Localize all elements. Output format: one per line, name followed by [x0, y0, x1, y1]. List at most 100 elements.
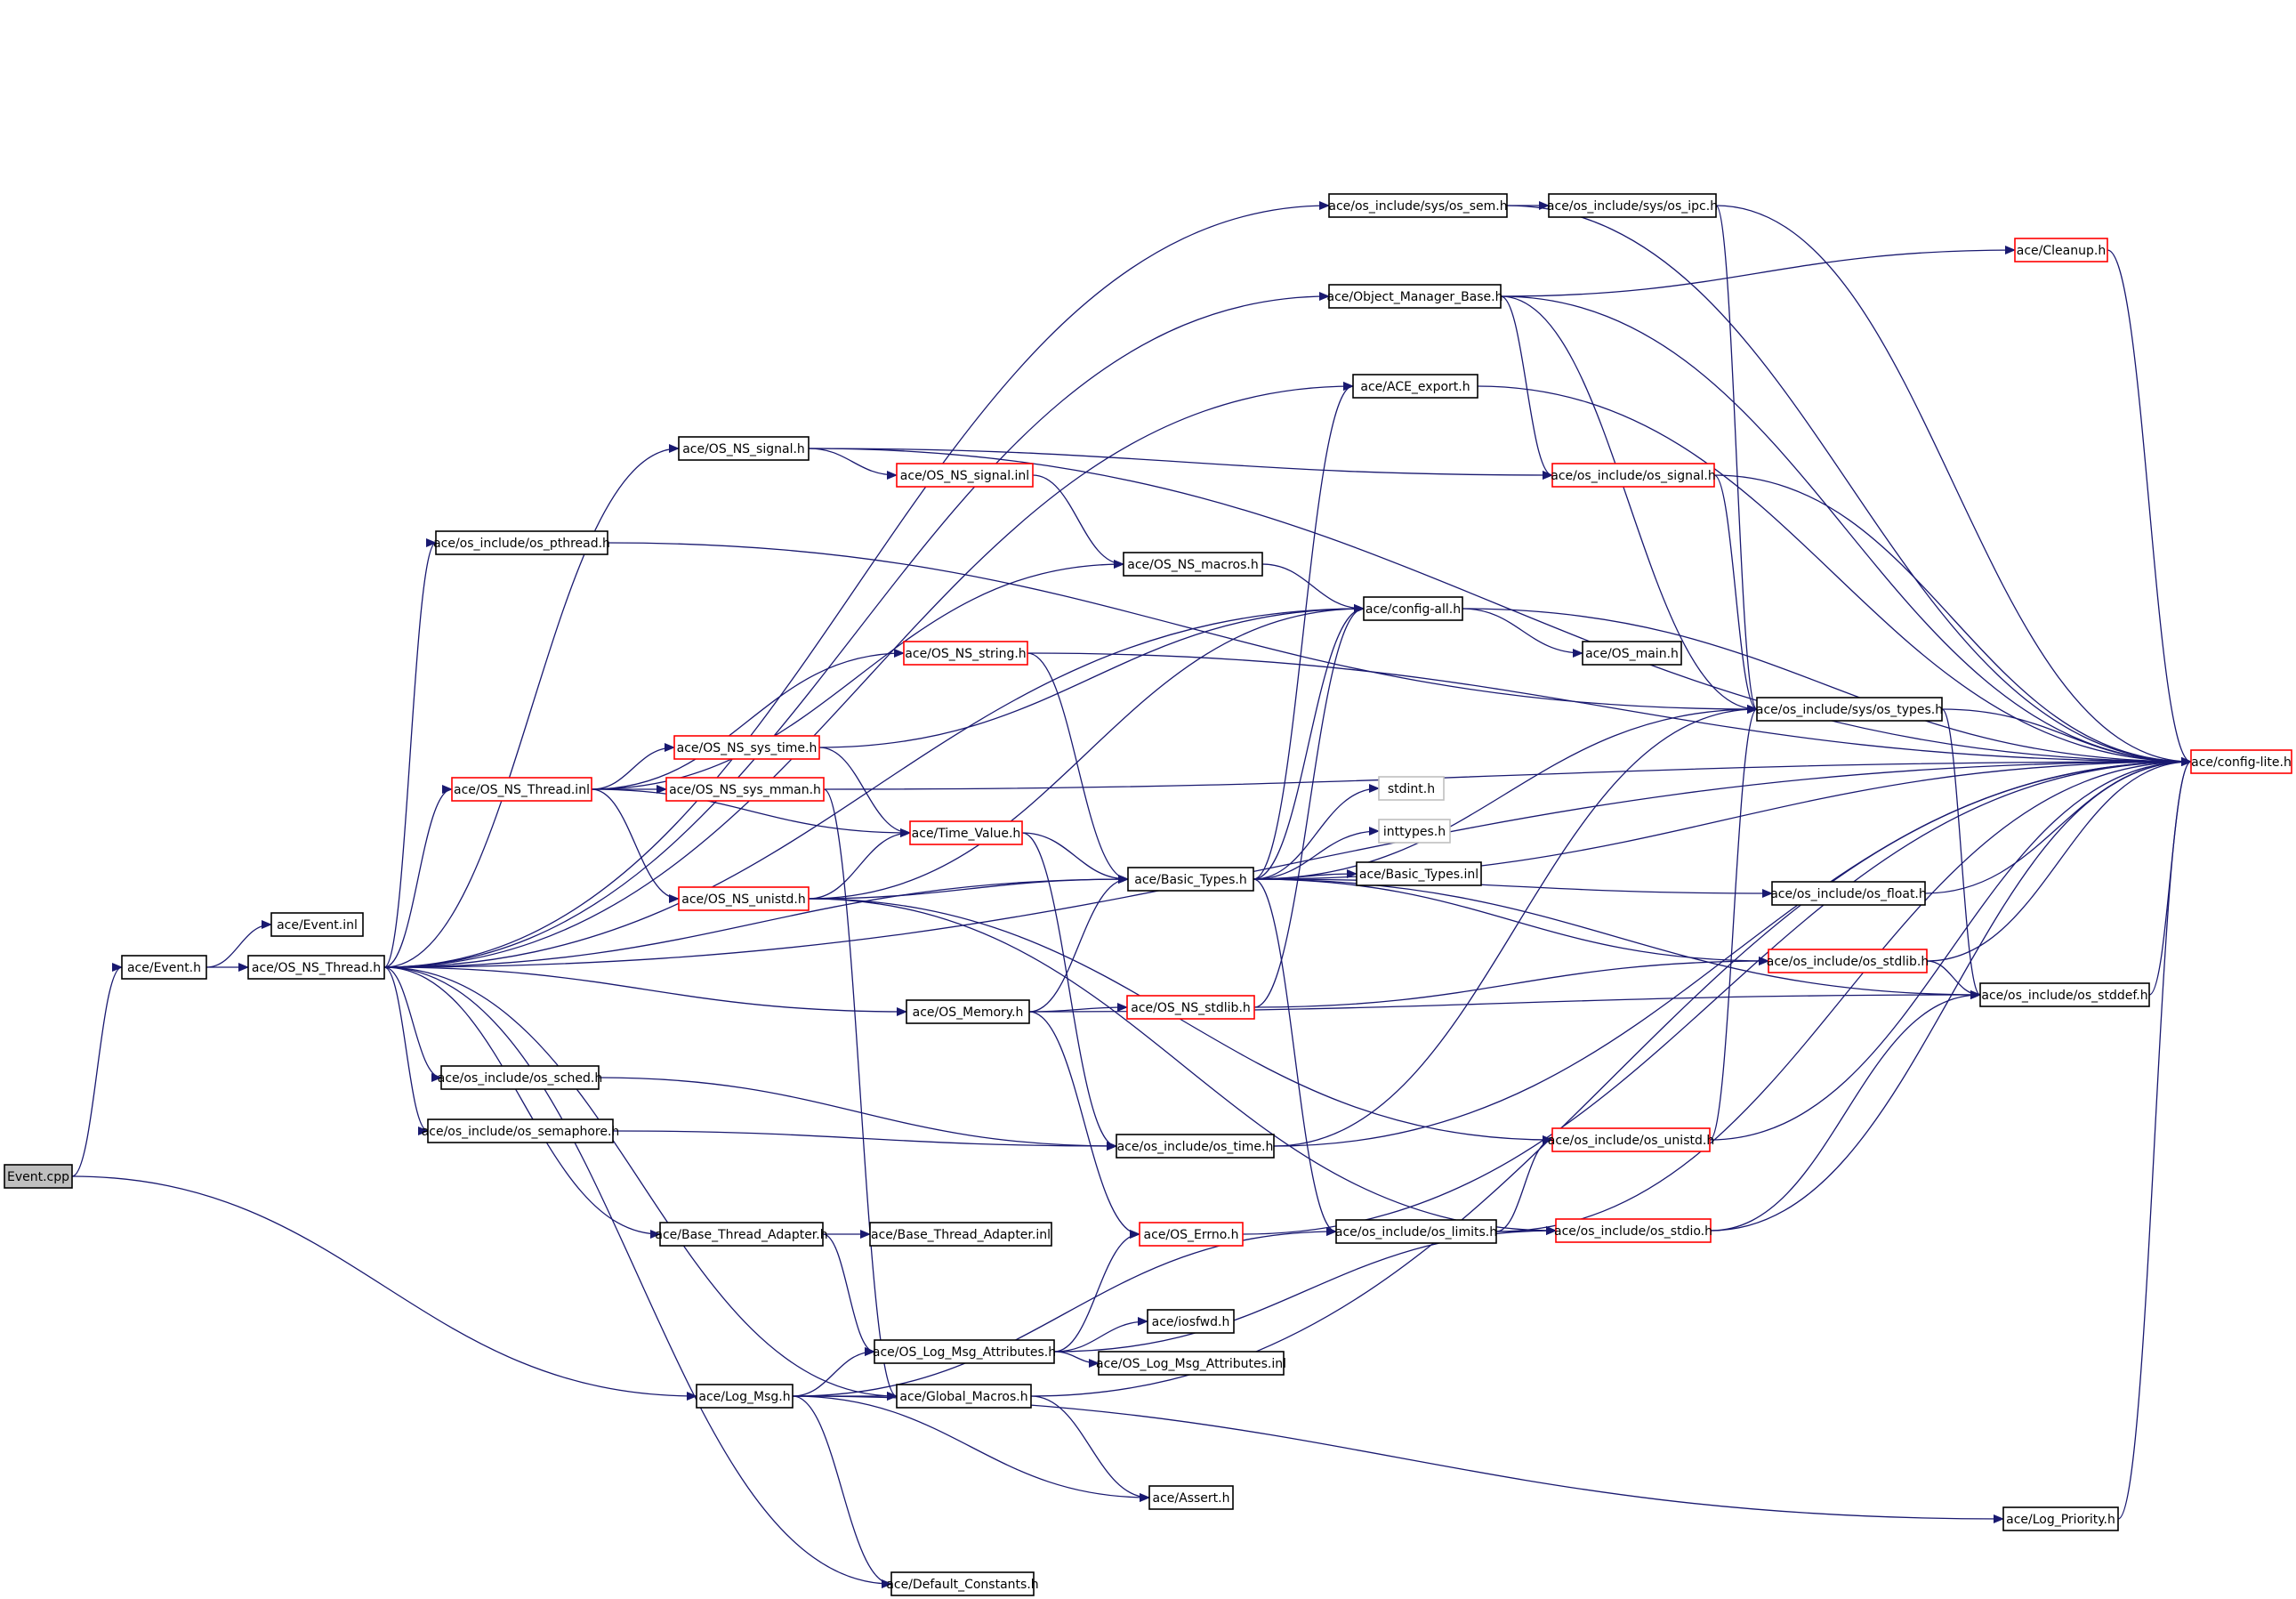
node-box-config_lite[interactable] [2190, 749, 2292, 774]
node-os_ns_stdlib[interactable]: ace/OS_NS_stdlib.h [1126, 995, 1255, 1020]
node-stdint[interactable]: stdint.h [1378, 776, 1445, 801]
node-os_ns_unistd[interactable]: ace/OS_NS_unistd.h [678, 886, 810, 911]
node-sys_types[interactable]: ace/os_include/sys/os_types.h [1756, 697, 1943, 722]
node-box-os_ns_signal_h[interactable] [678, 436, 810, 461]
node-box-os_ns_thread_inl[interactable] [451, 777, 592, 802]
node-box-stdint[interactable] [1378, 776, 1445, 801]
node-os_ns_sys_time[interactable]: ace/OS_NS_sys_time.h [673, 735, 820, 760]
node-box-os_unistd[interactable] [1551, 1127, 1711, 1152]
node-box-assert[interactable] [1148, 1485, 1234, 1510]
node-box-os_ns_sys_time[interactable] [673, 735, 820, 760]
node-os_sem[interactable]: ace/os_include/sys/os_sem.h [1328, 193, 1508, 218]
node-os_ns_signal_h[interactable]: ace/OS_NS_signal.h [678, 436, 810, 461]
node-inttypes[interactable]: inttypes.h [1378, 819, 1451, 844]
node-os_ns_thread_inl[interactable]: ace/OS_NS_Thread.inl [451, 777, 592, 802]
node-os_sched[interactable]: ace/os_include/os_sched.h [438, 1065, 602, 1090]
node-os_ns_thread_h[interactable]: ace/OS_NS_Thread.h [247, 955, 385, 980]
node-box-os_ns_macros[interactable] [1123, 552, 1263, 577]
node-box-cleanup[interactable] [2014, 238, 2108, 262]
node-box-log_msg[interactable] [696, 1384, 794, 1409]
node-ace_export[interactable]: ace/ACE_export.h [1352, 374, 1478, 399]
node-box-config_all[interactable] [1363, 596, 1463, 621]
node-bta_h[interactable]: ace/Base_Thread_Adapter.h [655, 1222, 828, 1247]
node-assert[interactable]: ace/Assert.h [1148, 1485, 1234, 1510]
node-os_pthread[interactable]: ace/os_include/os_pthread.h [433, 530, 610, 555]
node-time_value[interactable]: ace/Time_Value.h [909, 820, 1023, 845]
node-box-obj_mgr[interactable] [1328, 284, 1502, 309]
node-box-os_time[interactable] [1116, 1134, 1275, 1159]
node-box-os_main[interactable] [1582, 641, 1682, 666]
node-box-event_inl[interactable] [270, 912, 364, 937]
node-os_errno[interactable]: ace/OS_Errno.h [1139, 1222, 1244, 1247]
node-box-os_sched[interactable] [440, 1065, 600, 1090]
node-box-os_stddef[interactable] [1979, 982, 2150, 1007]
node-basic_types_inl[interactable]: ace/Basic_Types.inl [1356, 861, 1482, 886]
node-os_time[interactable]: ace/os_include/os_time.h [1116, 1134, 1275, 1159]
node-log_priority[interactable]: ace/Log_Priority.h [2002, 1506, 2119, 1531]
node-cleanup[interactable]: ace/Cleanup.h [2014, 238, 2108, 262]
node-os_stdlib[interactable]: ace/os_include/os_stdlib.h [1767, 949, 1929, 973]
node-box-os_signal[interactable] [1551, 463, 1715, 488]
node-os_main[interactable]: ace/OS_main.h [1582, 641, 1682, 666]
node-os_ipc[interactable]: ace/os_include/sys/os_ipc.h [1547, 193, 1718, 218]
node-obj_mgr[interactable]: ace/Object_Manager_Base.h [1327, 284, 1503, 309]
node-basic_types[interactable]: ace/Basic_Types.h [1127, 867, 1254, 892]
node-box-default_constants[interactable] [890, 1571, 1035, 1596]
node-box-log_priority[interactable] [2002, 1506, 2119, 1531]
node-bta_inl[interactable]: ace/Base_Thread_Adapter.inl [869, 1222, 1052, 1247]
node-iosfwd[interactable]: ace/iosfwd.h [1147, 1309, 1235, 1334]
node-box-time_value[interactable] [909, 820, 1023, 845]
node-os_stdio[interactable]: ace/os_include/os_stdio.h [1554, 1218, 1712, 1243]
node-box-basic_types[interactable] [1127, 867, 1254, 892]
node-box-os_ns_stdlib[interactable] [1126, 995, 1255, 1020]
node-event_inl[interactable]: ace/Event.inl [270, 912, 364, 937]
node-box-os_log_attr_h[interactable] [874, 1339, 1055, 1364]
node-box-bta_inl[interactable] [869, 1222, 1052, 1247]
node-default_constants[interactable]: ace/Default_Constants.h [886, 1571, 1039, 1596]
node-box-os_ns_string[interactable] [903, 641, 1028, 666]
node-box-os_pthread[interactable] [435, 530, 608, 555]
node-box-os_limits[interactable] [1335, 1219, 1497, 1244]
node-os_log_attr_h[interactable]: ace/OS_Log_Msg_Attributes.h [873, 1339, 1056, 1364]
node-os_memory[interactable]: ace/OS_Memory.h [906, 999, 1030, 1024]
node-os_ns_sys_mman[interactable]: ace/OS_NS_sys_mman.h [665, 777, 825, 802]
node-os_ns_signal_inl[interactable]: ace/OS_NS_signal.inl [896, 463, 1034, 488]
node-os_float[interactable]: ace/os_include/os_float.h [1770, 881, 1927, 906]
node-box-os_semaphore[interactable] [427, 1118, 614, 1143]
node-box-os_sem[interactable] [1328, 193, 1508, 218]
node-log_msg[interactable]: ace/Log_Msg.h [696, 1384, 794, 1409]
node-box-basic_types_inl[interactable] [1356, 861, 1482, 886]
node-box-os_ns_thread_h[interactable] [247, 955, 385, 980]
node-box-os_stdio[interactable] [1555, 1218, 1712, 1243]
node-box-os_log_attr_inl[interactable] [1098, 1351, 1285, 1376]
node-box-os_memory[interactable] [906, 999, 1030, 1024]
node-box-os_ns_unistd[interactable] [678, 886, 810, 911]
node-config_lite[interactable]: ace/config-lite.h [2190, 749, 2292, 774]
node-os_limits[interactable]: ace/os_include/os_limits.h [1335, 1219, 1497, 1244]
node-os_semaphore[interactable]: ace/os_include/os_semaphore.h [422, 1118, 620, 1143]
node-os_unistd[interactable]: ace/os_include/os_unistd.h [1548, 1127, 1714, 1152]
node-box-os_ns_signal_inl[interactable] [896, 463, 1034, 488]
node-box-os_errno[interactable] [1139, 1222, 1244, 1247]
node-box-inttypes[interactable] [1378, 819, 1451, 844]
node-box-os_ipc[interactable] [1548, 193, 1717, 218]
node-box-ace_export[interactable] [1352, 374, 1478, 399]
node-box-global_macros[interactable] [896, 1384, 1032, 1409]
node-event_h[interactable]: ace/Event.h [121, 955, 207, 980]
node-box-bta_h[interactable] [659, 1222, 824, 1247]
node-event_cpp[interactable]: Event.cpp [4, 1164, 73, 1189]
node-box-event_h[interactable] [121, 955, 207, 980]
node-os_stddef[interactable]: ace/os_include/os_stddef.h [1979, 982, 2150, 1007]
node-box-os_stdlib[interactable] [1768, 949, 1928, 973]
node-os_ns_macros[interactable]: ace/OS_NS_macros.h [1123, 552, 1263, 577]
node-config_all[interactable]: ace/config-all.h [1363, 596, 1463, 621]
node-box-iosfwd[interactable] [1147, 1309, 1235, 1334]
node-global_macros[interactable]: ace/Global_Macros.h [896, 1384, 1032, 1409]
node-box-sys_types[interactable] [1756, 697, 1943, 722]
node-os_ns_string[interactable]: ace/OS_NS_string.h [903, 641, 1028, 666]
node-box-os_float[interactable] [1771, 881, 1926, 906]
node-os_log_attr_inl[interactable]: ace/OS_Log_Msg_Attributes.inl [1096, 1351, 1286, 1376]
node-os_signal[interactable]: ace/os_include/os_signal.h [1551, 463, 1716, 488]
node-box-os_ns_sys_mman[interactable] [665, 777, 825, 802]
node-box-event_cpp[interactable] [4, 1164, 73, 1189]
